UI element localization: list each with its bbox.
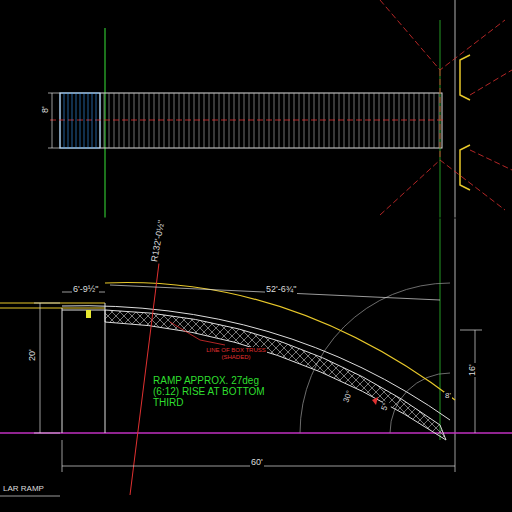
angle-label: 5° <box>380 401 392 413</box>
wall-line <box>104 28 105 218</box>
dimension: 16' <box>468 363 478 377</box>
view-title: LAR RAMP <box>2 485 45 494</box>
dimension: 52'-6¾" <box>265 285 297 295</box>
sight-lines <box>380 0 512 215</box>
dimensions <box>0 285 482 496</box>
deck-hatch <box>104 93 439 148</box>
walkway <box>60 93 442 148</box>
landing <box>60 93 100 148</box>
dimension: R132'-0½" <box>150 219 167 264</box>
box-truss <box>105 310 446 440</box>
dimension: 8' <box>41 105 51 114</box>
post <box>62 308 63 433</box>
centerline <box>50 120 445 121</box>
platform <box>0 302 105 303</box>
angle-label: 30° <box>342 389 355 405</box>
dimension: 20' <box>28 348 38 362</box>
dimension: 6'-9½" <box>72 285 99 295</box>
leader <box>170 322 225 345</box>
dimension: 8' <box>444 392 452 401</box>
dimension: 60' <box>250 458 264 468</box>
gridline <box>455 0 456 440</box>
callout-note: LINE OF BOX TRUSS (SHADED) <box>205 347 267 360</box>
note: RAMP APPROX. 27deg (6:12) RISE AT BOTTOM… <box>152 375 272 408</box>
bracket <box>460 55 470 190</box>
